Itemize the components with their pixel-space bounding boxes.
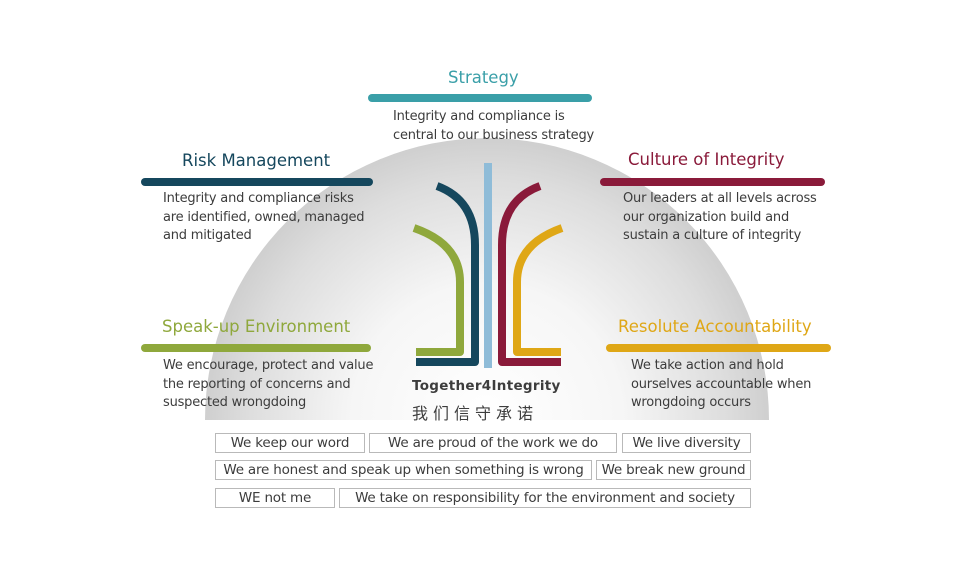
logo-gold-stroke [513, 224, 564, 356]
value-box: We are proud of the work we do [369, 433, 617, 453]
value-box: We keep our word [215, 433, 365, 453]
together4integrity-logo-text: Together4Integrity [412, 378, 561, 394]
culture-of-integrity-description: Our leaders at all levels across our org… [623, 190, 817, 246]
risk-line-1: Integrity and compliance risks [163, 191, 354, 206]
strategy-line-1: Integrity and compliance is [393, 109, 565, 124]
strategy-description: Integrity and compliance is central to o… [393, 108, 594, 145]
logo-navy-stroke [416, 182, 479, 366]
risk-management-title: Risk Management [182, 151, 331, 170]
risk-management-description: Integrity and compliance risks are ident… [163, 190, 365, 246]
strategy-line-2: central to our business strategy [393, 127, 595, 143]
risk-line-2: are identified, owned, managed [163, 209, 365, 225]
logo-green-stroke [412, 224, 464, 356]
chinese-logo-text: 我们信守承诺 [412, 404, 539, 423]
speak-up-environment-title: Speak-up Environment [162, 317, 351, 336]
logo-crimson-stroke [498, 182, 561, 366]
value-box: We live diversity [622, 433, 751, 453]
culture-line-1: Our leaders at all levels across [623, 191, 817, 206]
value-box: We break new ground [596, 460, 751, 480]
integrity-logo-graphic [412, 163, 564, 368]
accountability-line-2: ourselves accountable when [631, 376, 812, 392]
speakup-line-2: the reporting of concerns and [163, 376, 351, 392]
speak-up-environment-bar [141, 344, 371, 352]
value-box: We take on responsibility for the enviro… [339, 488, 751, 508]
resolute-accountability-description: We take action and hold ourselves accoun… [631, 357, 811, 413]
speakup-line-3: suspected wrongdoing [163, 395, 307, 410]
risk-line-3: and mitigated [163, 228, 252, 243]
strategy-bar [368, 94, 592, 102]
speakup-line-1: We encourage, protect and value [163, 358, 374, 373]
value-box: WE not me [215, 488, 335, 508]
culture-of-integrity-bar [600, 178, 825, 186]
culture-line-3: sustain a culture of integrity [623, 228, 802, 243]
value-box: We are honest and speak up when somethin… [215, 460, 592, 480]
speak-up-environment-description: We encourage, protect and value the repo… [163, 357, 373, 413]
culture-of-integrity-title: Culture of Integrity [628, 150, 785, 169]
risk-management-bar [141, 178, 373, 186]
resolute-accountability-bar [606, 344, 831, 352]
accountability-line-1: We take action and hold [631, 358, 784, 373]
resolute-accountability-title: Resolute Accountability [618, 317, 812, 336]
accountability-line-3: wrongdoing occurs [631, 395, 751, 410]
culture-line-2: our organization build and [623, 209, 789, 225]
strategy-title: Strategy [448, 68, 519, 87]
